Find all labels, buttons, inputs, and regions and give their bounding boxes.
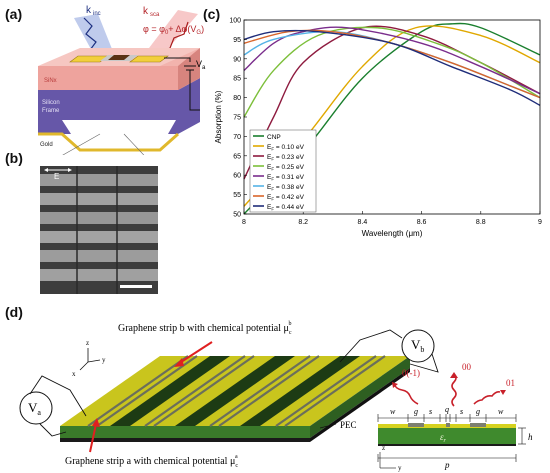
legend-entry: EF = 0.25 eV — [267, 164, 305, 172]
gold-label: Gold — [40, 142, 53, 148]
va-text: Va — [28, 400, 41, 417]
sinx-label: SiNx — [44, 78, 57, 84]
series-line-4 — [243, 26, 541, 95]
panel-a-device-schematic: k inc k sca φ = φ0+ Δφ(VG) Va SiNx Silic… — [38, 5, 206, 155]
strip-b-arrow — [177, 341, 213, 365]
panel-c-absorption-chart: 8 8.2 8.4 8.6 8.8 9 50 55 60 65 70 75 80 85 90 95 100 Wa… — [214, 18, 542, 239]
scale-bar — [120, 285, 152, 288]
panel-d-metasurface-schematic: z y x Graphene strip b with chemical pot… — [19, 321, 533, 472]
y-tick-label: 55 — [233, 192, 241, 199]
order-00-label: 00 — [462, 362, 472, 372]
x-tick-label: 8.6 — [417, 219, 427, 226]
panel-d-label: (d) — [5, 304, 23, 320]
dim-p: p — [444, 460, 450, 470]
y-tick-label: 90 — [233, 56, 241, 63]
gold-layer — [38, 132, 179, 152]
y-tick-label: 50 — [233, 212, 241, 219]
strip-a-caption: Graphene strip a with chemical potential… — [65, 454, 238, 469]
silicon-label-1: Silicon — [42, 100, 60, 106]
xs-axis-z: z — [382, 444, 385, 452]
diffraction-waves — [392, 372, 506, 407]
k-inc-sub: inc — [93, 11, 101, 17]
order-minus1-label: 0(-1) — [402, 368, 420, 378]
dark-slots — [110, 356, 360, 426]
legend: CNP EF = 0.10 eV EF = 0.23 eV EF = 0.25 eV E… — [249, 129, 317, 213]
y-tick-label: 95 — [233, 37, 241, 44]
y-tick-label: 65 — [233, 153, 241, 160]
x-tick-label: 9 — [538, 219, 542, 226]
dim-q: q — [445, 405, 449, 414]
axes-triad-icon — [79, 348, 101, 371]
legend-entry: EF = 0.44 eV — [267, 204, 305, 212]
dim-w2: w — [498, 407, 504, 416]
dim-g1: g — [414, 407, 418, 416]
dim-s1: s — [429, 407, 432, 416]
axis-x-label: x — [72, 370, 76, 378]
series-line-7 — [243, 29, 541, 106]
k-sca-sub: sca — [150, 12, 160, 18]
y-axis-label: Absorption (%) — [214, 90, 223, 143]
y-tick-label: 70 — [233, 134, 241, 141]
x-axis-label: Wavelength (μm) — [362, 229, 423, 238]
axis-y-label: y — [102, 356, 106, 364]
y-tick-label: 60 — [233, 173, 241, 180]
series-line-3 — [243, 26, 541, 118]
axis-z-label: z — [86, 339, 89, 347]
vg-text: Va — [196, 59, 206, 71]
legend-box — [249, 129, 317, 213]
legend-entry: EF = 0.31 eV — [267, 174, 305, 182]
dim-s2: s — [460, 407, 463, 416]
gate-voltage-source — [164, 57, 200, 111]
eps-r-label: εr — [440, 432, 447, 444]
panel-c-label: (c) — [203, 6, 221, 22]
x-tick-label: 8.8 — [476, 219, 486, 226]
panel-b-sem-image: E — [40, 166, 158, 294]
x-tick-label: 8 — [242, 219, 246, 226]
strip-b-caption: Graphene strip b with chemical potential… — [118, 321, 292, 336]
strip-a-arrow — [89, 423, 97, 453]
phase-equation: φ = φ0+ Δφ(VG) — [143, 24, 204, 36]
dim-g2: g — [476, 407, 480, 416]
y-tick-label: 100 — [229, 18, 241, 25]
unit-cell-cross-section — [377, 414, 526, 469]
voltage-source-a — [19, 375, 87, 437]
legend-entry: EF = 0.10 eV — [267, 144, 305, 152]
legend-entry: CNP — [267, 134, 281, 141]
x-tick-label: 8.2 — [298, 219, 308, 226]
pec-label: PEC — [340, 420, 357, 430]
field-e-label: E — [54, 172, 59, 181]
panel-b-label: (b) — [5, 150, 23, 166]
k-sca-text: k — [143, 6, 149, 17]
silicon-label-2: Frame — [42, 108, 60, 114]
x-tick-label: 8.4 — [358, 219, 368, 226]
dim-h: h — [528, 432, 533, 442]
legend-entry: EF = 0.23 eV — [267, 154, 305, 162]
gold-contact-pads — [69, 55, 169, 63]
xs-axis-y: y — [398, 464, 402, 472]
vb-text: Vb — [411, 337, 424, 354]
voltage-source-b — [339, 329, 439, 373]
dim-w1: w — [390, 407, 396, 416]
y-tick-label: 85 — [233, 76, 241, 83]
y-tick-label: 80 — [233, 95, 241, 102]
graphene-strips — [87, 355, 386, 427]
k-inc-text: k — [86, 5, 92, 16]
order-01-label: 01 — [506, 378, 515, 388]
legend-entry: EF = 0.42 eV — [267, 194, 305, 202]
sem-grating-rows — [40, 174, 158, 281]
y-tick-label: 75 — [233, 115, 241, 122]
legend-entry: EF = 0.38 eV — [267, 184, 305, 192]
panel-a-label: (a) — [5, 6, 23, 22]
